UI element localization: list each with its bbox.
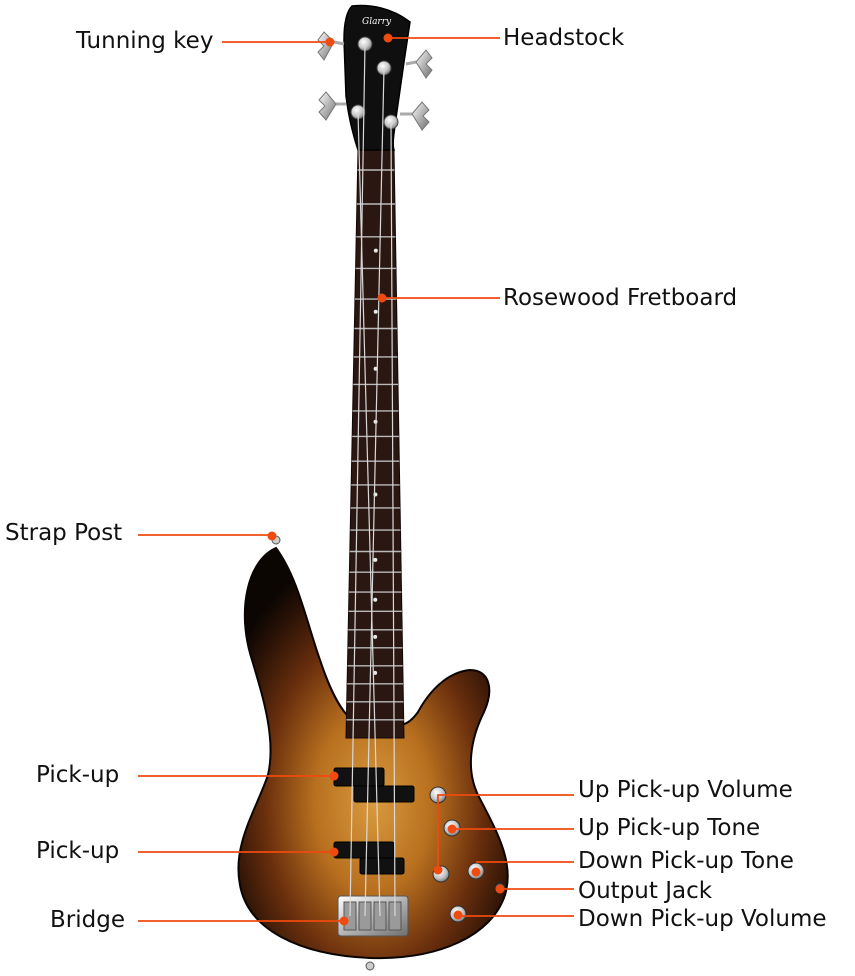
fret-inlays	[373, 248, 378, 675]
tuning-key-lower-right	[400, 101, 430, 131]
bridge	[337, 895, 409, 937]
label-down-pickup-tone: Down Pick-up Tone	[578, 848, 794, 874]
label-strap-post: Strap Post	[5, 520, 123, 546]
label-tuning-key: Tunning key	[76, 28, 214, 54]
inlay-dot	[373, 597, 378, 602]
label-bridge: Bridge	[50, 907, 125, 933]
label-pickup-lower: Pick-up	[36, 838, 120, 864]
upper-pickup	[333, 767, 415, 803]
label-headstock: Headstock	[503, 25, 625, 51]
inlay-dot	[373, 634, 378, 639]
tuning-key-lower-left	[318, 91, 346, 121]
label-down-pickup-volume: Down Pick-up Volume	[578, 906, 827, 932]
strings	[349, 43, 396, 917]
label-up-pickup-volume: Up Pick-up Volume	[578, 777, 793, 803]
lower-pickup	[333, 841, 405, 875]
tuning-key-upper-right	[405, 49, 433, 79]
label-output-jack: Output Jack	[578, 878, 713, 904]
inlay-dot	[373, 670, 378, 675]
inlay-dot	[373, 248, 378, 253]
inlay-dot	[373, 309, 378, 314]
inlay-dot	[373, 366, 378, 371]
callout-leaders	[138, 37, 574, 922]
strap-post-bottom	[365, 961, 375, 971]
inlay-dot	[373, 557, 378, 562]
label-pickup-upper: Pick-up	[36, 762, 120, 788]
callout-dots	[267, 33, 505, 926]
label-up-pickup-tone: Up Pick-up Tone	[578, 815, 761, 841]
brand-logo: Glarry	[362, 17, 392, 27]
label-rosewood-fretboard: Rosewood Fretboard	[503, 285, 738, 311]
headstock	[343, 4, 411, 151]
